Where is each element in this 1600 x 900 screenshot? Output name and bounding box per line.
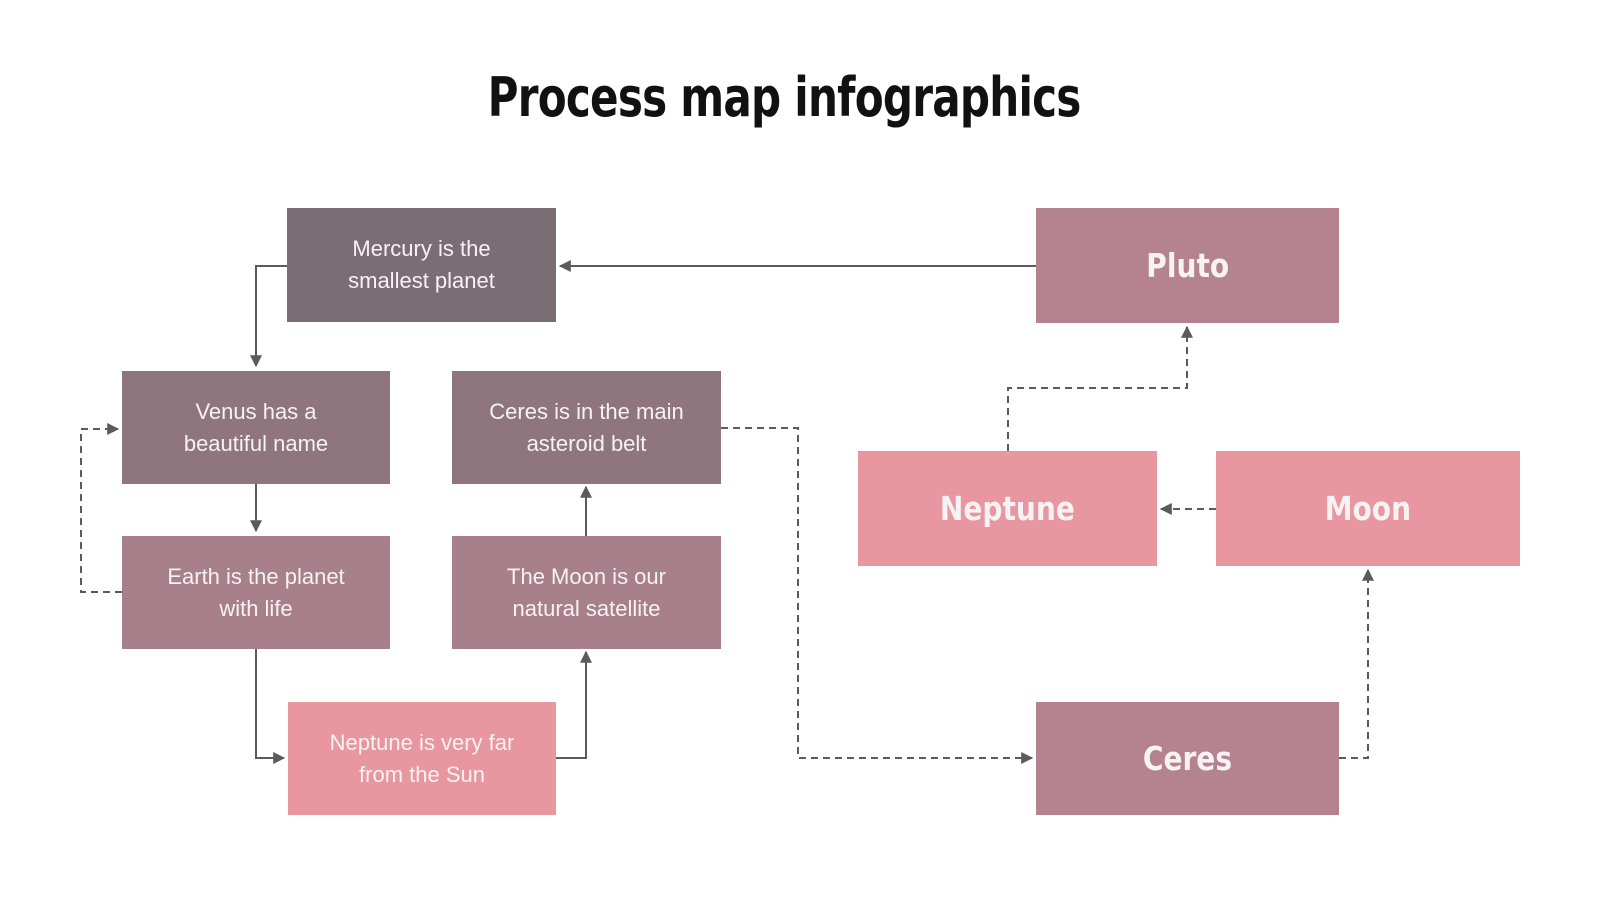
mercury-box-text: smallest planet [348,268,495,293]
earth-box: Earth is the planet with life [122,536,390,649]
connector-neptune-far-to-moon-satellite [556,650,592,759]
ceres-belt-box-text: asteroid belt [526,430,647,456]
moon-satellite-box-text: The Moon is our [507,563,666,589]
pluto-box-label: Pluto [1146,246,1229,285]
connector-earth-to-venus-dashed [80,423,122,593]
mercury-box-text: Mercury is the [352,236,491,261]
ceres-box: Ceres [1036,702,1339,815]
venus-box-text: Venus has a [195,398,317,424]
neptune-box-label: Neptune [940,489,1075,528]
venus-box-text: beautiful name [183,430,329,456]
mercury-box: Mercury is the smallest planet [287,208,556,322]
ceres-box-label: Ceres [1142,739,1233,778]
neptune-far-box: Neptune is very far from the Sun [288,702,556,815]
moon-box-label: Moon [1324,489,1412,528]
connector-ceres-to-moon-dashed [1339,568,1374,759]
title-container: Process map infographics [0,66,1568,129]
pluto-box: Pluto [1036,208,1339,323]
neptune-far-box-text: Neptune is very far [329,729,515,755]
neptune-far-box-text: from the Sun [359,761,485,787]
ceres-belt-box: Ceres is in the main asteroid belt [452,371,721,484]
moon-satellite-box-text: natural satellite [512,595,661,621]
neptune-box: Neptune [858,451,1157,566]
connector-ceres-belt-to-ceres-dashed [721,427,1034,764]
connector-neptune-to-pluto-dashed [1007,325,1193,451]
earth-box-text: with life [219,595,293,621]
venus-box: Venus has a beautiful name [122,371,390,484]
moon-box: Moon [1216,451,1520,566]
connector-mercury-to-venus [250,265,287,368]
earth-box-text: Earth is the planet [167,563,345,589]
moon-satellite-box: The Moon is our natural satellite [452,536,721,649]
ceres-belt-box-text: Ceres is in the main [489,398,684,424]
connector-earth-to-neptune-far [255,649,286,764]
page-title: Process map infographics [487,66,1082,129]
